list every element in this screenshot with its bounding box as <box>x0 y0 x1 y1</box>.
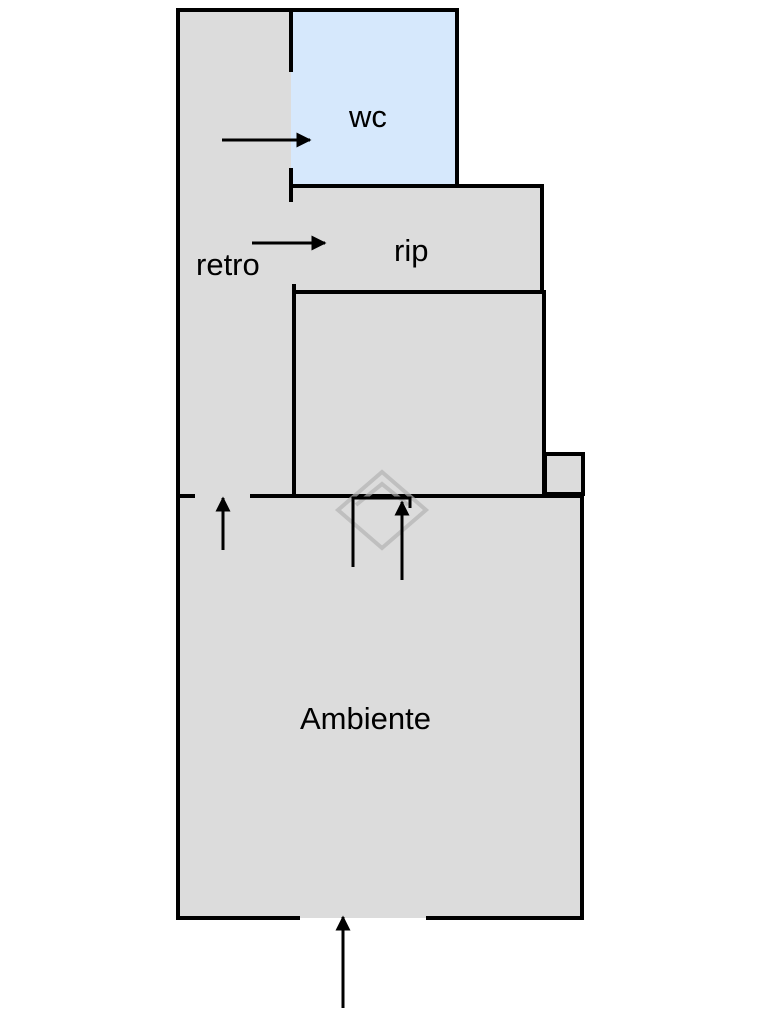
walls <box>176 8 585 920</box>
wc-floor <box>291 10 457 186</box>
door-frame <box>351 496 412 567</box>
room-label-rip: rip <box>394 233 428 268</box>
room-label-retro: retro <box>196 247 260 282</box>
arrows <box>215 132 410 1008</box>
storage-floor <box>294 292 544 496</box>
floors <box>178 10 583 918</box>
retro-floor <box>178 10 293 496</box>
ambiente-floor <box>178 496 582 918</box>
room-label-wc: wc <box>348 99 387 134</box>
pillar-floor <box>545 454 583 494</box>
room-label-ambiente: Ambiente <box>300 701 431 736</box>
rip-floor <box>291 186 542 292</box>
